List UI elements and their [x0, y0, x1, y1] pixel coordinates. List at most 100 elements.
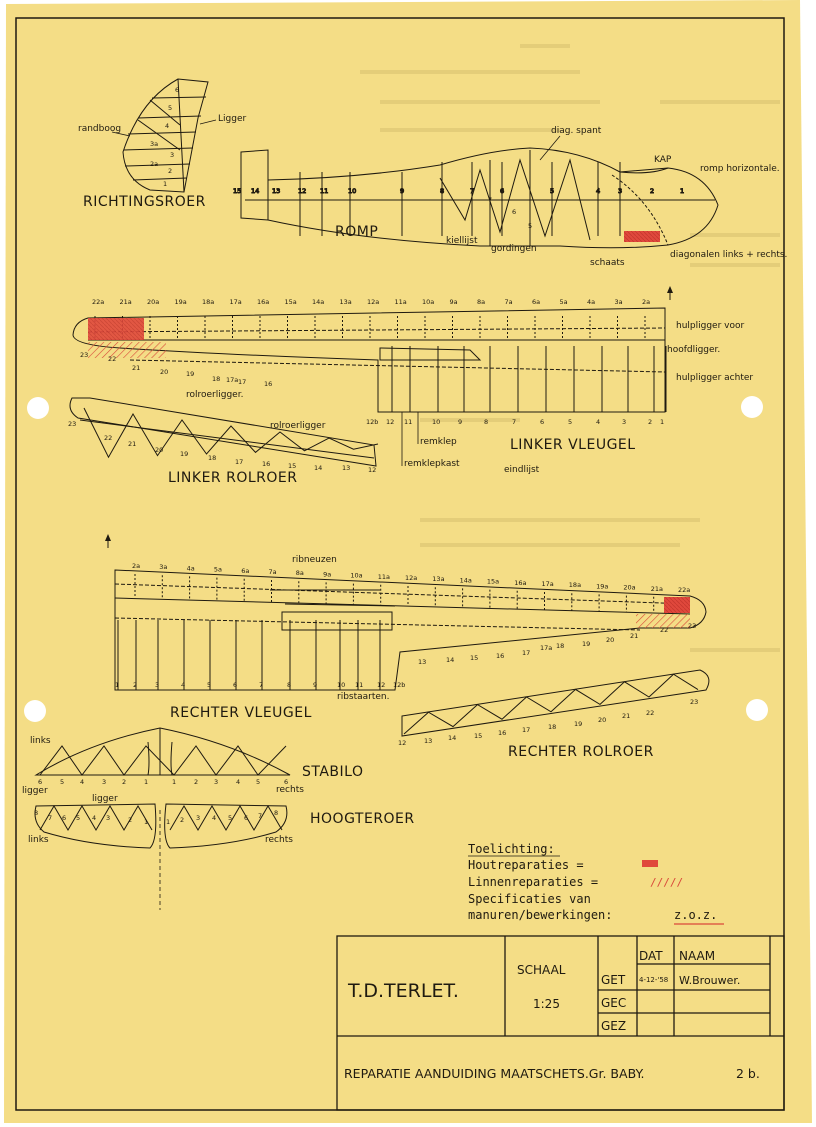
- left-wing-bottom-number: 4: [596, 418, 600, 426]
- right-wing-top-number: 19a: [596, 582, 608, 590]
- right-wing-aileron-number: 16: [496, 652, 504, 660]
- fuselage-label-gordingen: gordingen: [491, 244, 537, 254]
- left-wing-bottom-number: 1: [660, 418, 664, 426]
- left-wing-linen-repair: [88, 342, 166, 358]
- rudder-rib-number: 3a: [150, 140, 158, 148]
- left-wing-label-hoofdligger: hoofdligger.: [667, 345, 720, 355]
- stabilizer-label-links: links: [30, 736, 51, 746]
- elevator-number: 2: [128, 816, 132, 824]
- stabilizer-title: STABILO: [302, 764, 363, 780]
- right-wing-aileron-number: 23: [688, 622, 696, 630]
- left-wing-top-number: 7a: [505, 298, 513, 306]
- punch-hole: [24, 700, 46, 722]
- right-wing-bottom-number: 1: [115, 681, 119, 689]
- elevator-drawing: [34, 803, 288, 849]
- fuselage-frame-number: 6: [500, 187, 504, 195]
- right-wing-bottom-number: 3: [155, 681, 159, 689]
- stabilizer-number: 2: [122, 778, 126, 786]
- right-wing-top-number: 17a: [542, 580, 554, 588]
- left-wing-bottom-number: 7: [512, 418, 516, 426]
- rudder-label-ligger: Ligger: [218, 114, 246, 124]
- right-aileron-number: 21: [622, 712, 630, 720]
- elevator-number: 2: [180, 816, 184, 824]
- left-wing-aileron-number: 23: [80, 351, 88, 359]
- elevator-number: 8: [274, 809, 278, 817]
- left-wing-bottom-number: 11: [404, 418, 412, 426]
- stabilizer-drawing: [34, 727, 291, 776]
- legend-spec-line1: Specificaties van: [468, 892, 591, 906]
- right-aileron-number: 22: [646, 709, 654, 717]
- right-aileron-number: 16: [498, 729, 506, 737]
- elevator-number: 4: [92, 814, 96, 822]
- left-wing-top-number: 3a: [615, 298, 623, 306]
- left-aileron-number: 19: [180, 450, 188, 458]
- rudder-rib-number: 6: [175, 86, 179, 94]
- left-aileron-number: 12: [368, 466, 376, 474]
- right-aileron-number: 14: [448, 734, 456, 742]
- right-wing-bottom-number: 7: [259, 681, 263, 689]
- fuselage-wood-repair: [624, 231, 660, 242]
- left-wing-bottom-number: 3: [622, 418, 626, 426]
- left-wing-top-number: 9a: [450, 298, 458, 306]
- fuselage-inner-numbers: 765: [488, 196, 532, 230]
- right-aileron-number: 15: [474, 732, 482, 740]
- right-wing-linen-repair: [636, 614, 690, 628]
- left-wing-top-number: 6a: [532, 298, 540, 306]
- stabilizer-number: 2: [194, 778, 198, 786]
- fuselage-label-diagonalen: diagonalen links + rechts.: [670, 250, 787, 260]
- right-aileron-number: 23: [690, 698, 698, 706]
- left-wing-bottom-number: 12b: [366, 418, 378, 426]
- right-wing-top-number: 3a: [159, 563, 167, 571]
- title-block-scale-value: 1:25: [533, 997, 560, 1011]
- right-wing-top-number: 12a: [405, 574, 417, 582]
- title-block-scale-label: SCHAAL: [517, 963, 566, 977]
- fuselage-label-diag-spant: diag. spant: [551, 126, 602, 136]
- left-aileron-number: 16: [262, 460, 270, 468]
- right-wing-aileron-number: 20: [606, 636, 614, 644]
- fuselage-frame-number: 11: [320, 187, 328, 195]
- elevator-label-rechts: rechts: [265, 835, 293, 845]
- left-aileron-number: 22: [104, 434, 112, 442]
- stabilizer-number: 1: [144, 778, 148, 786]
- right-wing-bottom-number: 10: [337, 681, 345, 689]
- right-wing-top-number: 13a: [432, 575, 444, 583]
- paper: [4, 0, 812, 1123]
- elevator-number: 4: [212, 814, 216, 822]
- right-wing-top-number: 8a: [296, 569, 304, 577]
- legend-spec-value: z.o.z.: [674, 908, 717, 922]
- legend-title: Toelichting:: [468, 842, 555, 856]
- left-aileron-title: LINKER ROLROER: [168, 470, 297, 486]
- right-aileron-title: RECHTER ROLROER: [508, 744, 654, 760]
- fuselage-title: ROMP: [335, 224, 378, 240]
- left-wing-top-number: 22a: [92, 298, 104, 306]
- left-wing-top-number: 19a: [175, 298, 187, 306]
- right-wing-top-number: 9a: [323, 570, 331, 578]
- elevator-title: HOOGTEROER: [310, 811, 415, 827]
- legend-wood-swatch: [642, 860, 658, 867]
- right-wing-top-number: 5a: [214, 566, 222, 574]
- left-wing-aileron-number: 18: [212, 375, 220, 383]
- punch-hole: [27, 397, 49, 419]
- left-wing-label-hulpligger-achter: hulpligger achter: [676, 373, 753, 383]
- elevator-number: 7: [48, 814, 52, 822]
- right-wing-wood-repair: [664, 597, 690, 613]
- right-aileron-number: 20: [598, 716, 606, 724]
- left-wing-aileron-number: 21: [132, 364, 140, 372]
- legend-linen-symbol: /////: [650, 876, 683, 889]
- fuselage-frame-number: 9: [400, 187, 404, 195]
- rudder-rib-number: 1: [163, 180, 167, 188]
- left-wing-top-number: 21a: [120, 298, 132, 306]
- left-wing-top-number: 13a: [340, 298, 352, 306]
- right-wing-bottom-number: 4: [181, 681, 185, 689]
- stabilizer-number: 1: [172, 778, 176, 786]
- fuselage-frame-number: 15: [233, 187, 241, 195]
- stabilizer-number: 5: [60, 778, 64, 786]
- right-wing-aileron-number: 14: [446, 656, 454, 664]
- left-wing-bottom-number: 9: [458, 418, 462, 426]
- left-aileron-number: 20: [155, 446, 163, 454]
